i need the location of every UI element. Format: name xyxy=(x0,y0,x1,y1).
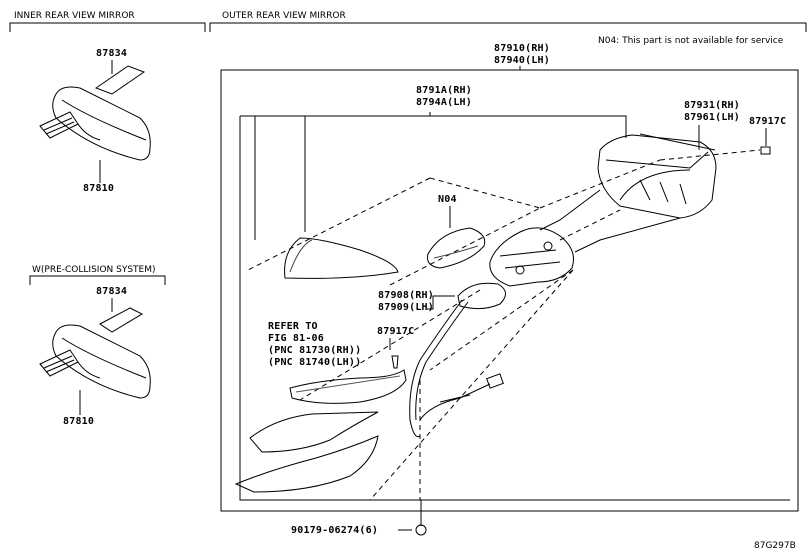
n04-part xyxy=(427,227,486,269)
part-87917c-lower-label: 87917C xyxy=(377,326,415,337)
part-87910-label: 87910(RH) xyxy=(494,43,550,54)
section-title-inner: INNER REAR VIEW MIRROR xyxy=(14,11,135,21)
refer-note-line2: FIG 81-06 xyxy=(268,333,324,344)
part-8791a-label: 8791A(RH) xyxy=(416,85,472,96)
turn-signal-lamp xyxy=(289,369,407,404)
part-87810-precollision-label: 87810 xyxy=(63,416,95,427)
refer-note-line1: REFER TO xyxy=(268,321,318,332)
part-87834-precollision-label: 87834 xyxy=(96,286,128,297)
refer-note-line4: (PNC 81740(LH)) xyxy=(268,357,362,368)
wire-harness xyxy=(409,299,504,438)
mirror-glass xyxy=(284,237,399,279)
refer-note-line3: (PNC 81730(RH)) xyxy=(268,345,362,356)
lower-cover xyxy=(234,435,379,493)
mirror-housing xyxy=(539,133,717,253)
part-87810-label: 87810 xyxy=(83,183,115,194)
part-87917c-top-label: 87917C xyxy=(749,116,787,127)
part-87940-label: 87940(LH) xyxy=(494,55,550,66)
part-87834-label: 87834 xyxy=(96,48,128,59)
gasket xyxy=(457,282,506,310)
part-87961-label: 87961(LH) xyxy=(684,112,740,123)
dashed-guides xyxy=(247,149,761,501)
service-note: N04: This part is not available for serv… xyxy=(598,36,784,46)
leader-lines xyxy=(79,60,790,531)
part-87931-label: 87931(RH) xyxy=(684,100,740,111)
mirror-base xyxy=(489,227,574,287)
screws xyxy=(391,146,771,536)
inner-mirror-1 xyxy=(39,65,151,161)
inner-mirror-2 xyxy=(39,307,151,399)
part-8794a-label: 8794A(LH) xyxy=(416,97,472,108)
part-n04-label: N04 xyxy=(438,194,457,205)
section-title-outer: OUTER REAR VIEW MIRROR xyxy=(222,11,346,21)
assembly-frame xyxy=(220,69,799,512)
part-87908-label: 87908(RH) xyxy=(378,290,434,301)
section-brackets xyxy=(9,22,807,285)
part-90179-label: 90179-06274(6) xyxy=(291,525,379,536)
lower-cover-upper xyxy=(249,411,379,453)
illustration-code: 87G297B xyxy=(754,541,796,551)
section-title-precollision: W(PRE-COLLISION SYSTEM) xyxy=(32,265,156,275)
part-87909-label: 87909(LH) xyxy=(378,302,434,313)
